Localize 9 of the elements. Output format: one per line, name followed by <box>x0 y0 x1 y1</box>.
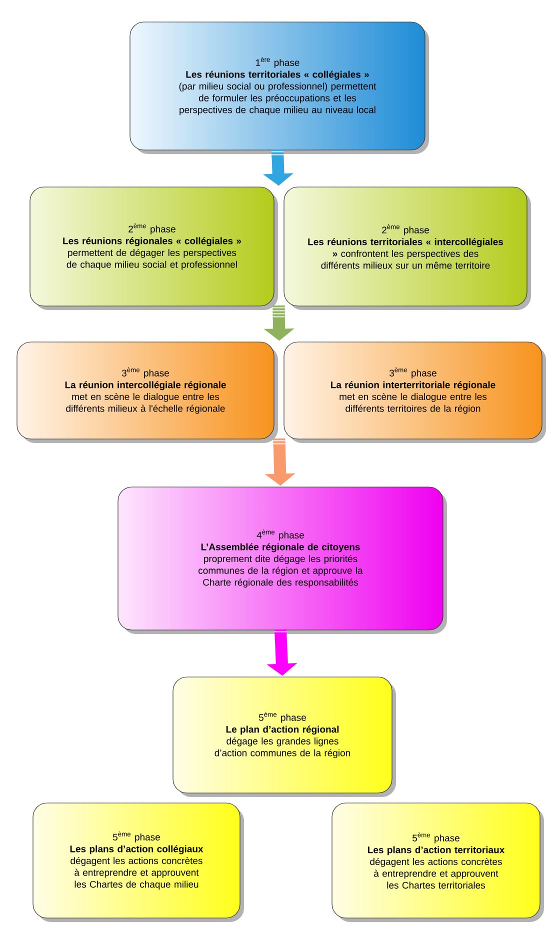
phase-box: $\text{5}^{\text{ème}}\text{ phase}$ Le plan d’action régional dégage les grandes lignes d’action communes de la région <box>172 676 396 797</box>
phase-box: $\text{2}^{\text{ème}}\text{ phase}$ Les réunions régionales « collégiales » permettent de dégager les perspectives de chaque milieu social et professionnel <box>30 186 278 310</box>
phase-box: $\text{5}^{\text{ème}}\text{ phase}$ Les plans d’action territoriaux dégagent les actions concrètes à entreprendre et approuvent les Chartes territoriales <box>332 802 544 922</box>
phase-box: $\text{1}^{\text{ère}}\text{ phase}$ Les réunions territoriales « collégiales » (par milieu social ou professionnel) permettent de formuler les préoccupations et les perspectives de chaque milieu au niveau local <box>130 22 429 154</box>
phase-box: $\text{4}^{\text{ème}}\text{ phase}$ L’Assemblée régionale de citoyens proprement dite dégage les priorités communes de la région et approuve la Charte régionale des responsabilités <box>118 486 447 634</box>
phase-box: $\text{5}^{\text{ème}}\text{ phase}$ Les plans d’action collégiaux dégagent les actions concrètes à entreprendre et approuvent les Chartes de chaque milieu <box>32 802 244 922</box>
phase-box: $\text{3}^{\text{ème}}\text{ phase}$ La réunion intercollégiale régionale met en scène le dialogue entre les différents milieux à l'échelle régionale <box>16 342 278 443</box>
phase-box: $\text{2}^{\text{ème}}\text{ phase}$ Les réunions territoriales « intercollégiales » confrontent les perspectives des différents milieux sur un même territoire <box>284 186 531 310</box>
phase-box: $\text{3}^{\text{ème}}\text{ phase}$ La réunion interterritoriale régionale met en scène le dialogue entre les différents territoires de la région <box>284 342 546 443</box>
